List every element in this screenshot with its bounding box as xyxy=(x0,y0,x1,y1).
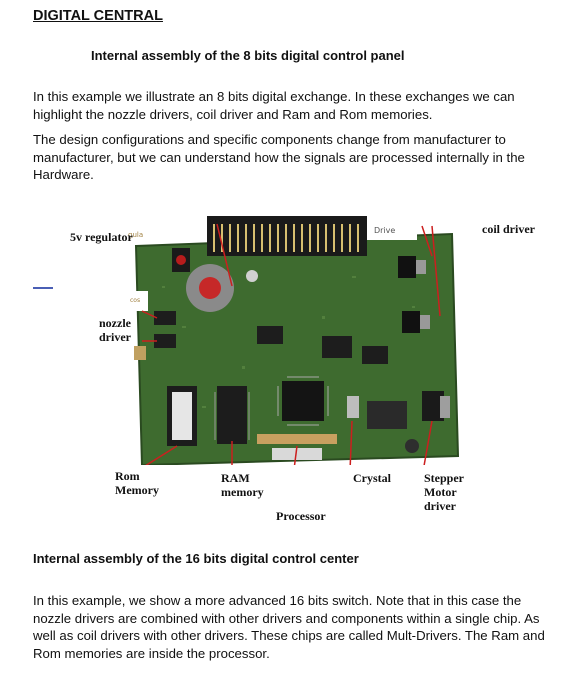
label-nozzle-line1: nozzle xyxy=(99,316,131,330)
circuit-board-photo: Drive gula cos xyxy=(122,216,461,465)
label-ram-line1: RAM xyxy=(221,471,250,485)
label-stepper-line2: Motor xyxy=(424,485,457,499)
label-ram-memory: RAM memory xyxy=(221,471,264,499)
section-heading-16bit: Internal assembly of the 16 bits digital… xyxy=(33,551,359,566)
photo-regulator-text: gula xyxy=(128,231,143,239)
page-title: DIGITAL CENTRAL xyxy=(33,8,163,24)
label-stepper-motor-driver: Stepper Motor driver xyxy=(424,471,464,513)
label-nozzle-line2: driver xyxy=(99,330,131,344)
label-ram-line2: memory xyxy=(221,485,264,499)
label-rom-line1: Rom xyxy=(115,469,140,483)
label-stepper-line1: Stepper xyxy=(424,471,464,485)
label-rom-memory: Rom Memory xyxy=(115,469,159,497)
intro-paragraph: In this example we illustrate an 8 bits … xyxy=(33,89,515,122)
photo-cos-text: cos xyxy=(130,297,140,304)
section-heading-8bit: Internal assembly of the 8 bits digital … xyxy=(91,48,405,63)
label-processor: Processor xyxy=(276,509,326,523)
design-paragraph: The design configurations and specific c… xyxy=(33,132,525,182)
label-rom-line2: Memory xyxy=(115,483,159,497)
photo-driver-text: Drive xyxy=(374,226,395,235)
label-stepper-line3: driver xyxy=(424,499,456,513)
label-nozzle-driver: nozzle driver xyxy=(99,316,131,344)
multi-driver-paragraph: In this example, we show a more advanced… xyxy=(33,593,545,661)
label-5v-regulator: 5v regulator xyxy=(70,230,133,244)
label-coil-driver: coil driver xyxy=(482,222,535,236)
margin-marker xyxy=(33,287,53,289)
label-crystal: Crystal xyxy=(353,471,391,485)
